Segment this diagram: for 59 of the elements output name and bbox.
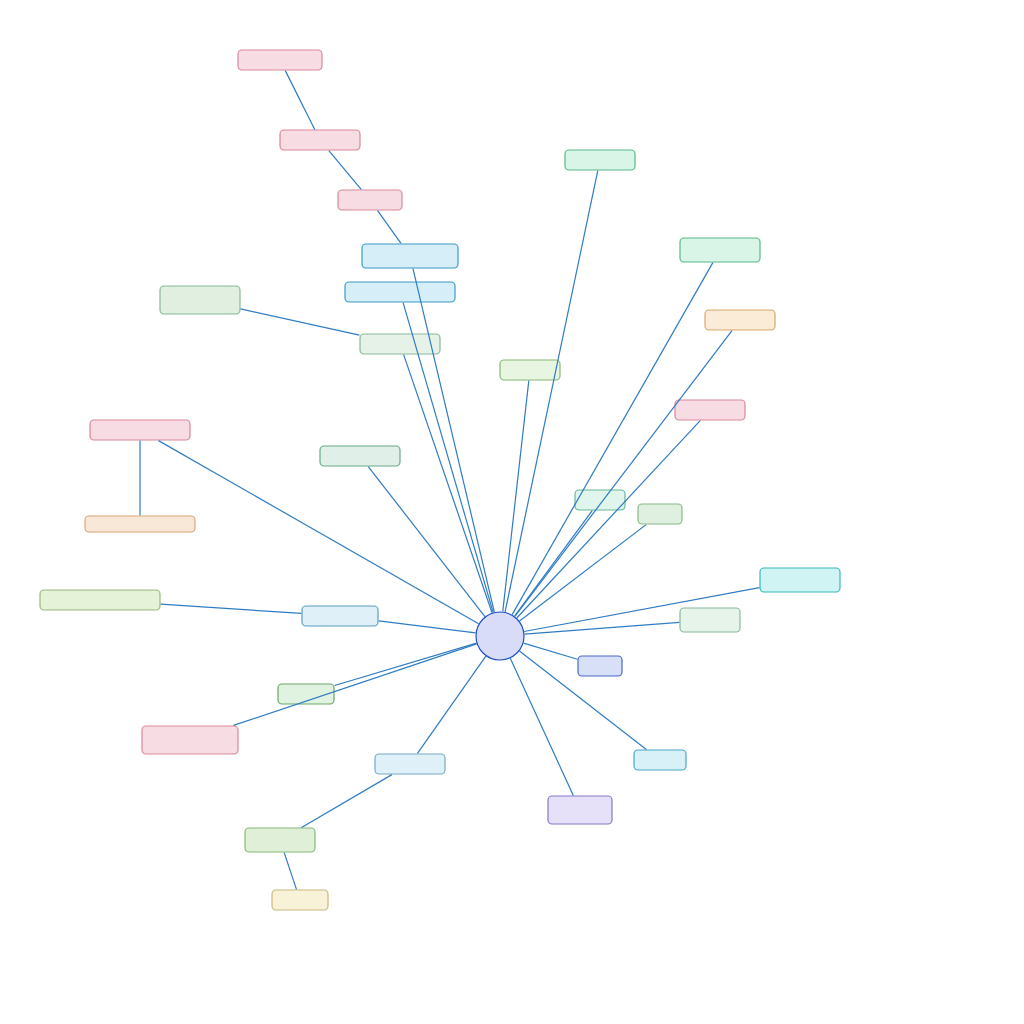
topic-box: [564, 149, 636, 171]
topic-box: [89, 419, 191, 441]
topic-box: [633, 749, 687, 771]
topic-box: [361, 243, 459, 269]
hub-circle: [475, 611, 525, 661]
topic-box: [674, 399, 746, 421]
branch-line: [523, 586, 760, 633]
branch-line: [139, 440, 141, 516]
branch-line: [518, 650, 647, 750]
topic-box: [374, 753, 446, 775]
branch-line: [511, 262, 714, 616]
topic-box: [39, 589, 161, 611]
branch-line: [516, 420, 701, 619]
branch-line: [502, 380, 530, 613]
topic-box: [337, 189, 403, 211]
branch-line: [518, 524, 647, 622]
branch-line: [403, 354, 493, 614]
topic-box: [319, 445, 401, 467]
branch-line: [378, 620, 477, 634]
branch-line: [232, 643, 478, 726]
topic-box: [547, 795, 613, 825]
branch-line: [402, 302, 494, 613]
topic-box: [271, 889, 329, 911]
topic-box: [704, 309, 776, 331]
branch-line: [240, 308, 360, 336]
branch-line: [412, 268, 495, 613]
topic-box: [679, 607, 741, 633]
branch-line: [334, 642, 478, 687]
branch-line: [160, 603, 302, 615]
topic-box: [84, 515, 196, 533]
topic-box: [359, 333, 441, 355]
topic-box: [141, 725, 239, 755]
topic-box: [344, 281, 456, 303]
branch-line: [523, 621, 680, 635]
branch-line: [514, 510, 593, 617]
branch-line: [522, 642, 578, 660]
branch-line: [504, 170, 599, 613]
topic-box: [574, 489, 626, 511]
branch-line: [367, 466, 486, 618]
branch-line: [416, 655, 487, 754]
branch-line: [284, 70, 316, 130]
topic-box: [279, 129, 361, 151]
topic-box: [577, 655, 623, 677]
topic-box: [159, 285, 241, 315]
topic-box: [759, 567, 841, 593]
topic-box: [237, 49, 323, 71]
topic-box: [277, 683, 335, 705]
topic-box: [499, 359, 561, 381]
branch-line: [509, 657, 574, 796]
topic-box: [637, 503, 683, 525]
branch-line: [514, 330, 733, 617]
topic-box: [244, 827, 316, 853]
branch-line: [300, 774, 393, 828]
branch-line: [328, 150, 362, 190]
branch-line: [283, 852, 298, 890]
topic-box: [301, 605, 379, 627]
branch-line: [376, 210, 402, 244]
topic-box: [679, 237, 761, 263]
branch-line: [157, 440, 480, 625]
